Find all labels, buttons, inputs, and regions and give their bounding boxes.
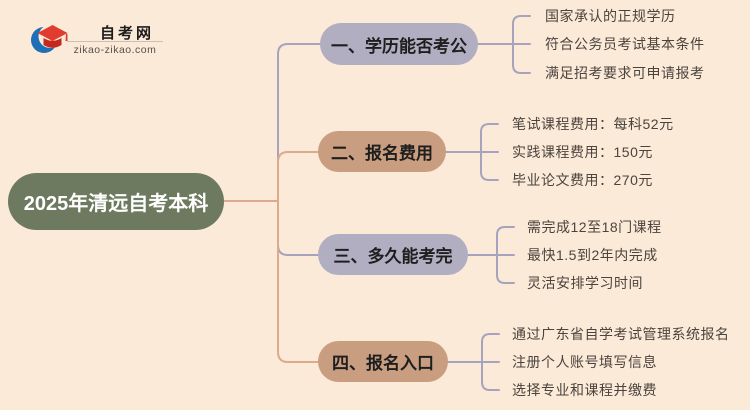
branch-node-1: 一、学历能否考公 xyxy=(320,23,478,65)
leaf-item: 注册个人账号填写信息 xyxy=(512,354,657,370)
leaf-item: 通过广东省自学考试管理系统报名 xyxy=(512,326,730,342)
leaf-item: 笔试课程费用：每科52元 xyxy=(512,116,674,132)
leaf-item: 选择专业和课程并缴费 xyxy=(512,382,657,398)
leaf-item: 毕业论文费用：270元 xyxy=(512,172,653,188)
branch-node-4: 四、报名入口 xyxy=(318,341,448,382)
site-name: 自考网 xyxy=(99,25,154,42)
graduation-cap-icon xyxy=(31,25,68,53)
leaf-item: 实践课程费用：150元 xyxy=(512,144,653,160)
leaf-item: 最快1.5到2年内完成 xyxy=(527,247,658,263)
logo-divider xyxy=(67,41,163,42)
leaf-item: 国家承认的正规学历 xyxy=(545,8,676,24)
leaf-item: 满足招考要求可申请报考 xyxy=(545,65,705,81)
leaf-item: 灵活安排学习时间 xyxy=(527,275,643,291)
leaf-item: 符合公务员考试基本条件 xyxy=(545,36,705,52)
site-logo: 自考网 zikao-zikao.com xyxy=(30,18,180,64)
root-topic-node: 2025年清远自考本科 xyxy=(8,173,224,230)
leaf-item: 需完成12至18门课程 xyxy=(527,219,662,235)
branch-node-3: 三、多久能考完 xyxy=(318,234,468,275)
site-domain: zikao-zikao.com xyxy=(73,44,157,56)
branch-node-2: 二、报名费用 xyxy=(318,131,446,172)
